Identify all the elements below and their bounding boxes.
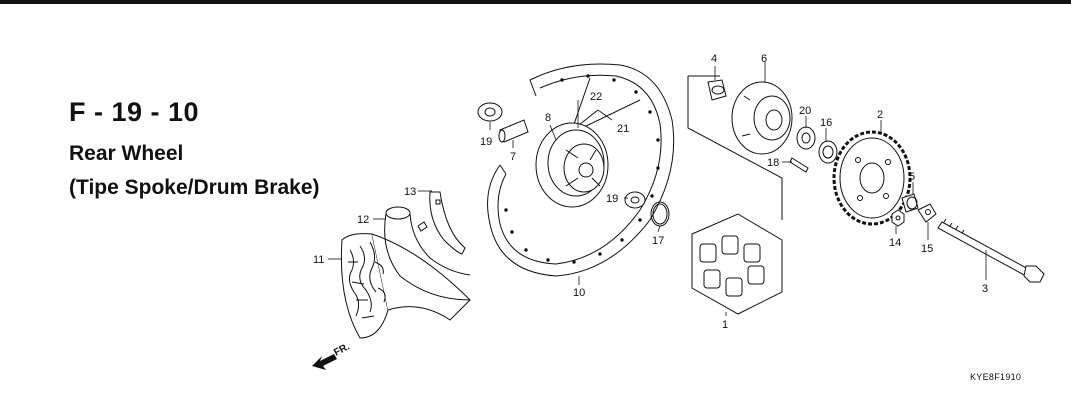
sprocket-part-2 bbox=[832, 130, 912, 226]
callout-14: 14 bbox=[889, 237, 901, 249]
damper-rubber-part-1 bbox=[691, 213, 783, 315]
hub-part-8 bbox=[535, 122, 609, 208]
callout-19-left: 19 bbox=[480, 136, 492, 148]
assembly-bracket bbox=[687, 76, 783, 220]
callout-21: 21 bbox=[617, 123, 629, 135]
callout-17: 17 bbox=[652, 235, 664, 247]
collar-part-7 bbox=[498, 119, 529, 143]
callout-20: 20 bbox=[799, 105, 811, 117]
callout-15: 15 bbox=[921, 243, 933, 255]
collar-part-5 bbox=[901, 193, 919, 213]
callout-19-right: 19 bbox=[606, 193, 618, 205]
callout-3: 3 bbox=[982, 283, 988, 295]
nut-part-14 bbox=[891, 209, 905, 227]
callout-7: 7 bbox=[510, 151, 516, 163]
callout-1: 1 bbox=[722, 319, 728, 331]
reference-code: KYE8F1910 bbox=[970, 372, 1022, 382]
axle-part-3 bbox=[937, 218, 1045, 283]
front-direction-arrow: FR. bbox=[312, 341, 352, 370]
tire-part-11 bbox=[340, 233, 471, 339]
tube-part-12 bbox=[384, 206, 471, 301]
bearing-part-19-right bbox=[624, 191, 646, 209]
collar-part-4 bbox=[707, 79, 727, 101]
top-border bbox=[0, 0, 1071, 4]
direction-label: FR. bbox=[332, 341, 352, 358]
callout-5: 5 bbox=[909, 171, 915, 183]
callout-8: 8 bbox=[545, 112, 551, 124]
driven-flange-part-6 bbox=[731, 81, 793, 155]
callout-12: 12 bbox=[357, 214, 369, 226]
bearing-part-20 bbox=[796, 126, 816, 150]
callout-11: 11 bbox=[313, 254, 324, 266]
bearing-part-19-left bbox=[477, 102, 503, 122]
chain-adjuster-part-15 bbox=[917, 203, 937, 223]
callout-leaders bbox=[328, 62, 987, 316]
callout-6: 6 bbox=[761, 53, 767, 65]
callout-18: 18 bbox=[767, 157, 779, 169]
oil-seal-part-16 bbox=[818, 140, 838, 164]
stud-bolt-part-18 bbox=[789, 157, 809, 173]
callout-16: 16 bbox=[820, 117, 832, 129]
page-code: F - 19 - 10 bbox=[69, 97, 200, 127]
rim-band-part-13 bbox=[429, 191, 466, 255]
callout-22: 22 bbox=[590, 91, 602, 103]
callout-10: 10 bbox=[573, 287, 585, 299]
callout-13: 13 bbox=[404, 186, 416, 198]
page-title: Rear Wheel bbox=[69, 142, 184, 165]
callout-4: 4 bbox=[711, 53, 717, 65]
rim-part-10 bbox=[487, 63, 675, 277]
page-subtitle: (Tipe Spoke/Drum Brake) bbox=[69, 176, 320, 199]
callout-2: 2 bbox=[877, 109, 883, 121]
spokes-part-21-22 bbox=[571, 77, 641, 131]
